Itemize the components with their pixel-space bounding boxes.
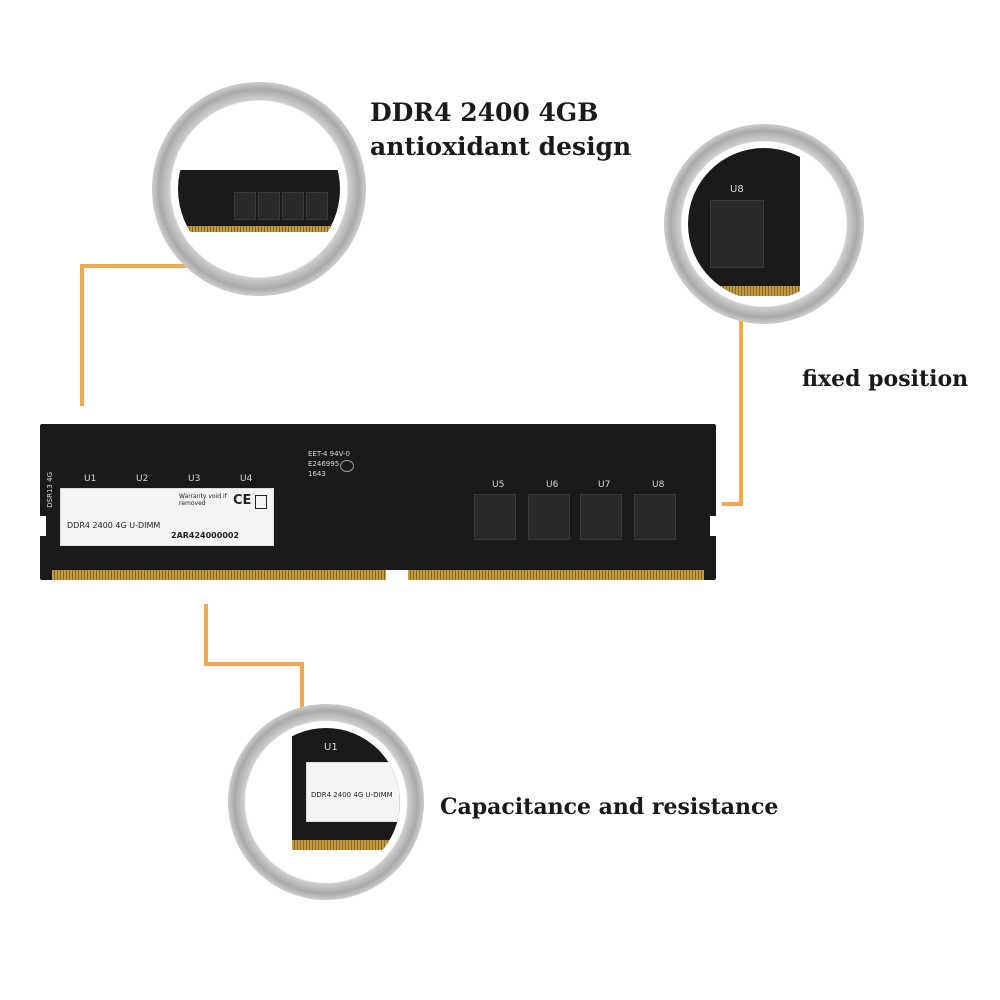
chip-label-u3: U3	[188, 474, 201, 484]
chip-label-u5: U5	[492, 480, 505, 490]
callout-top-line2: antioxidant design	[370, 132, 632, 161]
pcb-text-line3: 1643	[308, 470, 326, 478]
chip-label-u7: U7	[598, 480, 611, 490]
zoom-right-chip-label: U8	[730, 184, 744, 195]
zoom-top-chip-1	[234, 192, 256, 220]
callout-top-title: DDR4 2400 4GB antioxidant design	[370, 96, 631, 164]
chip-u7	[580, 494, 622, 540]
chip-label-u1: U1	[84, 474, 97, 484]
side-notch-left	[40, 516, 46, 536]
zoom-bottom-sticker-title: DDR4 2400 4G U-DIMM	[311, 791, 393, 799]
zoom-bottom-gold-pins	[292, 840, 400, 850]
chip-u6	[528, 494, 570, 540]
zoom-right-gold-pins	[688, 286, 800, 296]
callout-top-line1: DDR4 2400 4GB	[370, 98, 599, 127]
chip-label-u6: U6	[546, 480, 559, 490]
zoom-lens-top-view	[178, 108, 340, 270]
connector-line-right-h	[722, 502, 743, 506]
connector-line-bottom-v1	[204, 604, 208, 666]
gold-pins-left	[52, 570, 386, 580]
chip-label-u4: U4	[240, 474, 253, 484]
zoom-top-chip-4	[306, 192, 328, 220]
chip-label-u2: U2	[136, 474, 149, 484]
chip-label-u8: U8	[652, 480, 665, 490]
zoom-lens-right-view: U8	[688, 148, 840, 300]
pcb-text-line1: EET-4 94V-0	[308, 450, 350, 458]
zoom-top-chip-2	[258, 192, 280, 220]
zoom-lens-bottom: U1 DDR4 2400 4G U-DIMM	[228, 704, 424, 900]
zoom-bottom-chip-label: U1	[324, 742, 338, 753]
zoom-top-chip-3	[282, 192, 304, 220]
callout-right-title: fixed position	[802, 366, 969, 392]
side-notch-right	[710, 516, 716, 536]
ram-module: DSR13 4G U1 U2 U3 U4 Warranty void if re…	[40, 424, 716, 580]
chip-u8	[634, 494, 676, 540]
connector-line-top-h	[82, 264, 204, 268]
sticker-title: DDR4 2400 4G U-DIMM	[67, 521, 161, 530]
gold-pins-right	[408, 570, 704, 580]
zoom-bottom-sticker: DDR4 2400 4G U-DIMM	[306, 762, 400, 822]
pcb-text-line2: E246995	[308, 460, 340, 468]
ul-mark-icon	[340, 460, 354, 472]
zoom-lens-bottom-view: U1 DDR4 2400 4G U-DIMM	[252, 728, 400, 876]
weee-bin-icon	[255, 495, 267, 509]
callout-bottom-title: Capacitance and resistance	[440, 794, 779, 820]
sticker-ce-mark: CE	[233, 493, 252, 508]
connector-line-bottom-v2	[300, 662, 304, 736]
zoom-lens-right: U8	[664, 124, 864, 324]
sticker-serial: 2AR424000002	[171, 531, 240, 540]
chip-u5	[474, 494, 516, 540]
key-notch	[386, 570, 408, 580]
zoom-top-gold-pins	[178, 226, 340, 232]
zoom-lens-top	[152, 82, 366, 296]
sticker-warranty: Warranty void if removed	[179, 493, 227, 507]
module-side-label: DSR13 4G	[46, 472, 54, 508]
connector-line-right-v	[739, 308, 743, 504]
zoom-right-chip	[710, 200, 764, 268]
connector-line-bottom-h	[204, 662, 304, 666]
connector-line-top-v	[80, 264, 84, 406]
module-sticker: Warranty void if removed CE DDR4 2400 4G…	[60, 488, 274, 546]
